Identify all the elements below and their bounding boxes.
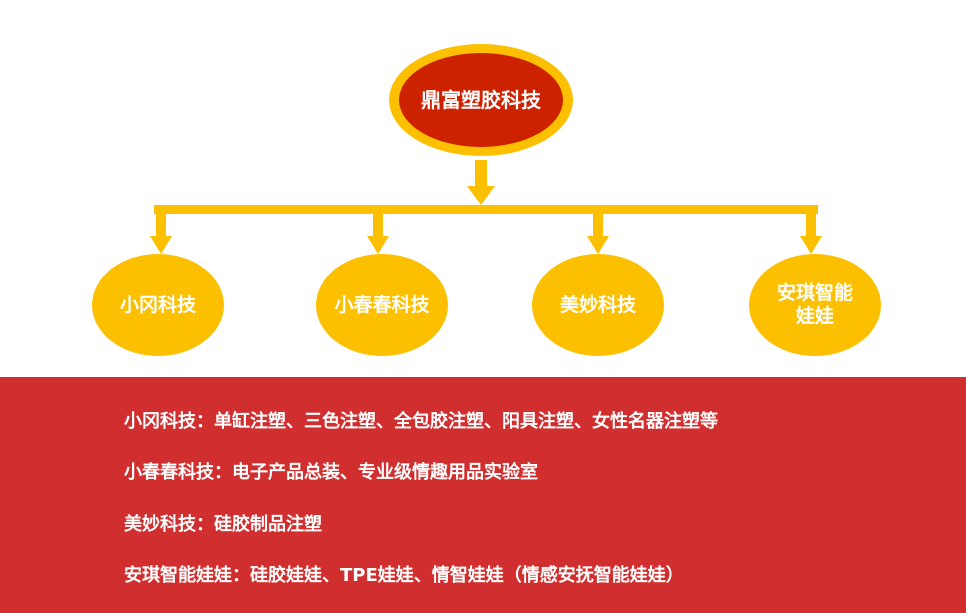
child-node-2-label: 小春春科技 bbox=[334, 293, 430, 316]
child-arrow-2 bbox=[367, 213, 389, 254]
detail-panel: 小冈科技：单缸注塑、三色注塑、全包胶注塑、阳具注塑、女性名器注塑等 小春春科技：… bbox=[0, 377, 966, 613]
detail-line-3: 美妙科技：硅胶制品注塑 bbox=[124, 514, 322, 535]
detail-line-4: 安琪智能娃娃：硅胶娃娃、TPE娃娃、情智娃娃（情感安抚智能娃娃） bbox=[124, 565, 684, 586]
detail-line-1: 小冈科技：单缸注塑、三色注塑、全包胶注塑、阳具注塑、女性名器注塑等 bbox=[124, 411, 718, 432]
child-node-4 bbox=[749, 254, 881, 356]
root-node-label: 鼎富塑胶科技 bbox=[421, 87, 541, 112]
child-node-1-label: 小冈科技 bbox=[119, 293, 196, 316]
root-connector-arrowhead bbox=[467, 186, 495, 205]
child-arrow-3 bbox=[587, 213, 609, 254]
horizontal-connector-bar bbox=[154, 205, 818, 214]
child-node-1 bbox=[92, 254, 224, 356]
child-node-2 bbox=[316, 254, 448, 356]
org-diagram bbox=[92, 44, 881, 356]
child-arrow-4 bbox=[800, 213, 822, 254]
child-arrow-1 bbox=[150, 213, 172, 254]
detail-line-2: 小春春科技：电子产品总装、专业级情趣用品实验室 bbox=[124, 462, 538, 483]
root-connector-shaft bbox=[475, 160, 487, 186]
root-node bbox=[399, 53, 563, 147]
child-node-3 bbox=[532, 254, 664, 356]
child-node-4-label-line2: 娃娃 bbox=[795, 305, 834, 327]
child-node-3-label: 美妙科技 bbox=[559, 293, 636, 316]
child-node-4-label-line1: 安琪智能 bbox=[776, 282, 853, 304]
child-node-4-label: 安琪智能 娃娃 bbox=[751, 280, 879, 330]
